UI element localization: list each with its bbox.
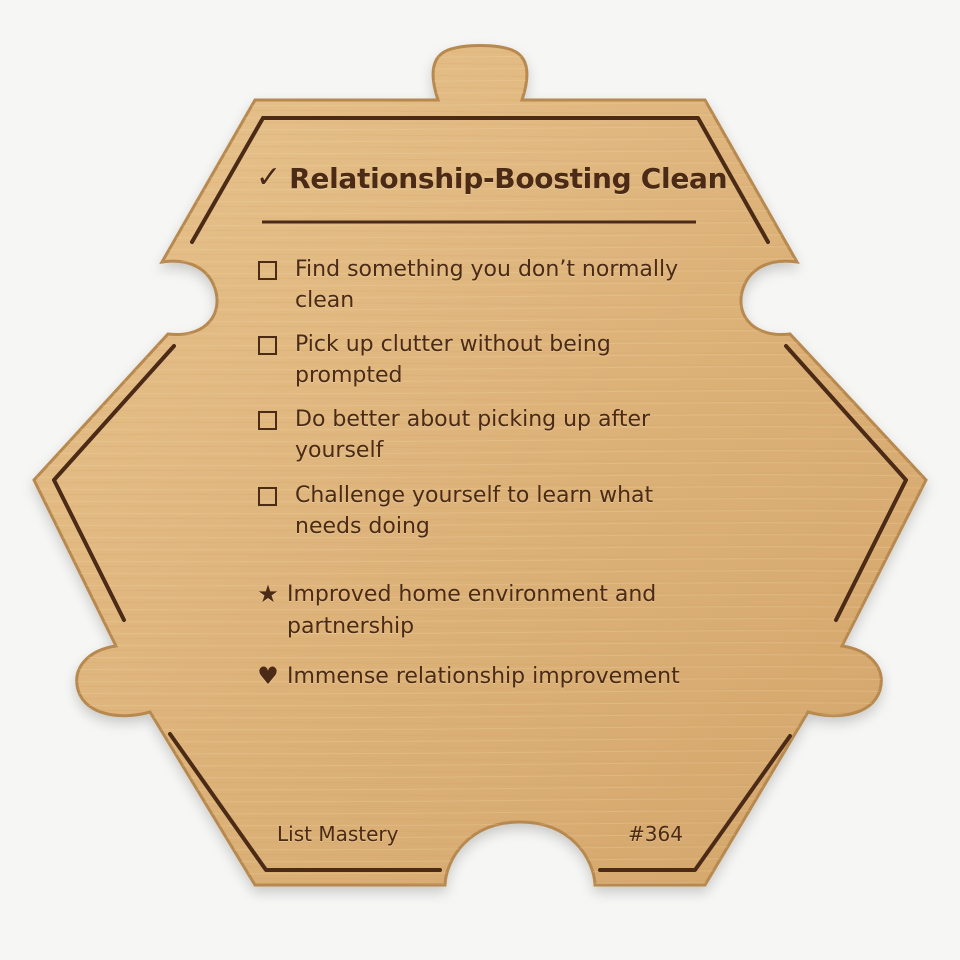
task-label: Pick up clutter without being prompted	[295, 332, 611, 388]
heart-icon: ♥	[257, 662, 279, 690]
task-item-2: Pick up clutter without being prompted	[258, 329, 708, 391]
checkbox-icon	[258, 411, 277, 430]
footer-card-number: #364	[628, 822, 683, 846]
task-label: Do better about picking up after yoursel…	[295, 407, 651, 463]
card-title: Relationship-Boosting Clean	[289, 161, 728, 195]
footer-brand: List Mastery	[277, 822, 399, 846]
checkbox-icon	[258, 261, 277, 280]
benefit-label: Improved home environment and partnershi…	[287, 582, 657, 639]
engraved-border	[52, 116, 908, 872]
benefit-item-2: ♥ Immense relationship improvement	[255, 661, 715, 693]
task-item-4: Challenge yourself to learn what needs d…	[258, 480, 708, 542]
checkmark-icon: ✓	[256, 160, 282, 195]
task-label: Challenge yourself to learn what needs d…	[295, 483, 654, 539]
card-title-row: ✓ Relationship-Boosting Clean	[256, 156, 728, 200]
checkbox-icon	[258, 487, 277, 506]
benefit-label: Immense relationship improvement	[287, 664, 680, 689]
task-item-3: Do better about picking up after yoursel…	[258, 404, 708, 466]
checkbox-icon	[258, 336, 277, 355]
benefit-item-1: ★ Improved home environment and partners…	[255, 579, 715, 643]
task-label: Find something you don’t normally clean	[295, 257, 679, 313]
board-body	[32, 44, 928, 887]
star-icon: ★	[257, 580, 279, 608]
task-item-1: Find something you don’t normally clean	[258, 254, 708, 316]
